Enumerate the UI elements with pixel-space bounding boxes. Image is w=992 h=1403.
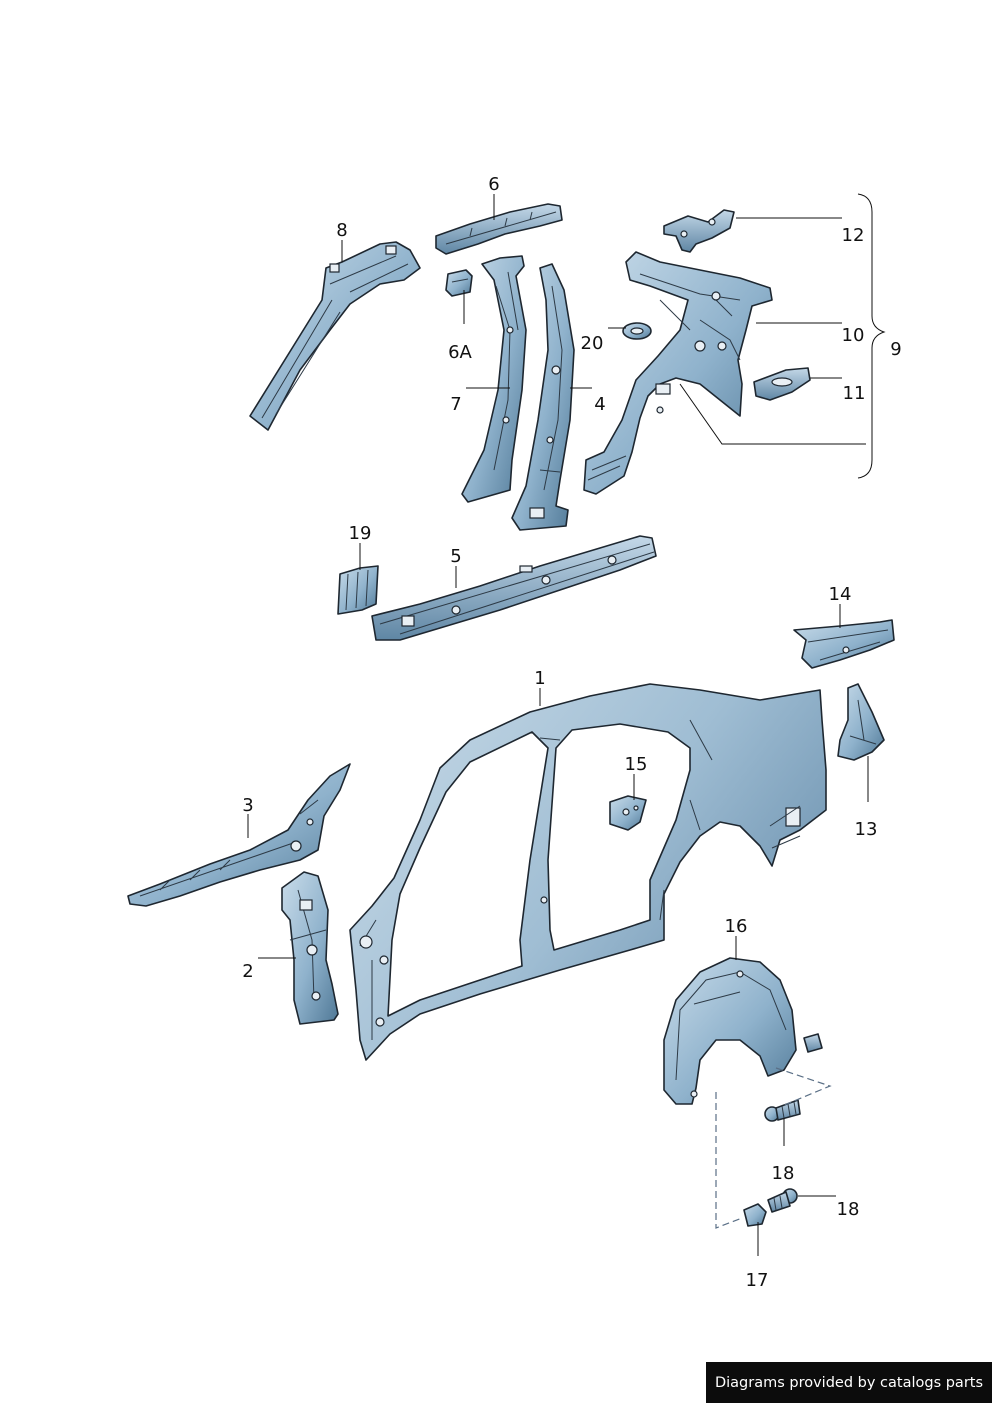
part-14-reinforcement[interactable] (793, 619, 895, 669)
callout-11: 11 (843, 383, 866, 404)
callout-10: 10 (842, 325, 865, 346)
part-1-side-panel[interactable] (349, 683, 827, 1061)
part-18-screw-lower[interactable] (767, 1188, 798, 1213)
part-20-grommet[interactable] (622, 322, 652, 340)
part-13-reinforcement[interactable] (837, 683, 885, 761)
part-19-reinforcement[interactable] (337, 565, 379, 615)
part-10-wheelhouse-inner[interactable] (583, 251, 773, 495)
callout-15: 15 (625, 754, 648, 775)
part-8-a-pillar[interactable] (249, 241, 421, 431)
part-4-b-pillar-reinforcement[interactable] (511, 263, 575, 531)
callout-6a: 6A (448, 342, 472, 363)
part-17-clip[interactable] (743, 1203, 767, 1227)
callout-18-upper: 18 (772, 1163, 795, 1184)
callout-16: 16 (725, 916, 748, 937)
assembly-dash-line (715, 1067, 832, 1229)
part-16-wheelhouse-liner[interactable] (663, 957, 823, 1105)
part-15-bracket[interactable] (609, 795, 647, 831)
part-3-front-rail[interactable] (127, 763, 351, 907)
callout-14: 14 (829, 584, 852, 605)
callout-8: 8 (336, 220, 347, 241)
callout-7: 7 (450, 394, 461, 415)
part-2-a-pillar-lower[interactable] (281, 871, 339, 1025)
callout-2: 2 (242, 961, 253, 982)
callout-1: 1 (534, 668, 545, 689)
callout-12: 12 (842, 225, 865, 246)
leader-lines (247, 193, 886, 1256)
callout-5: 5 (450, 546, 461, 567)
callout-18-lower: 18 (837, 1199, 860, 1220)
callout-20: 20 (581, 333, 604, 354)
callout-9: 9 (890, 339, 901, 360)
callout-3: 3 (242, 795, 253, 816)
callout-17: 17 (746, 1270, 769, 1291)
part-6-bracket[interactable] (435, 203, 563, 255)
callout-13: 13 (855, 819, 878, 840)
part-5-sill[interactable] (371, 535, 657, 641)
part-7-b-pillar-inner[interactable] (461, 255, 527, 503)
callout-19: 19 (349, 523, 372, 544)
footer-credit-text: Diagrams provided by catalogs parts (714, 1374, 984, 1391)
part-11-bracket[interactable] (753, 367, 811, 401)
callout-6: 6 (488, 174, 499, 195)
part-6a-clip[interactable] (445, 269, 473, 297)
callout-4: 4 (594, 394, 605, 415)
callout-labels: 8 6 6A 7 4 20 12 10 9 11 19 5 14 1 15 3 … (242, 174, 901, 1291)
part-12-bracket[interactable] (663, 209, 735, 253)
footer-credit-banner[interactable]: Diagrams provided by catalogs parts (706, 1362, 992, 1403)
part-18-screw-upper[interactable] (764, 1099, 801, 1122)
